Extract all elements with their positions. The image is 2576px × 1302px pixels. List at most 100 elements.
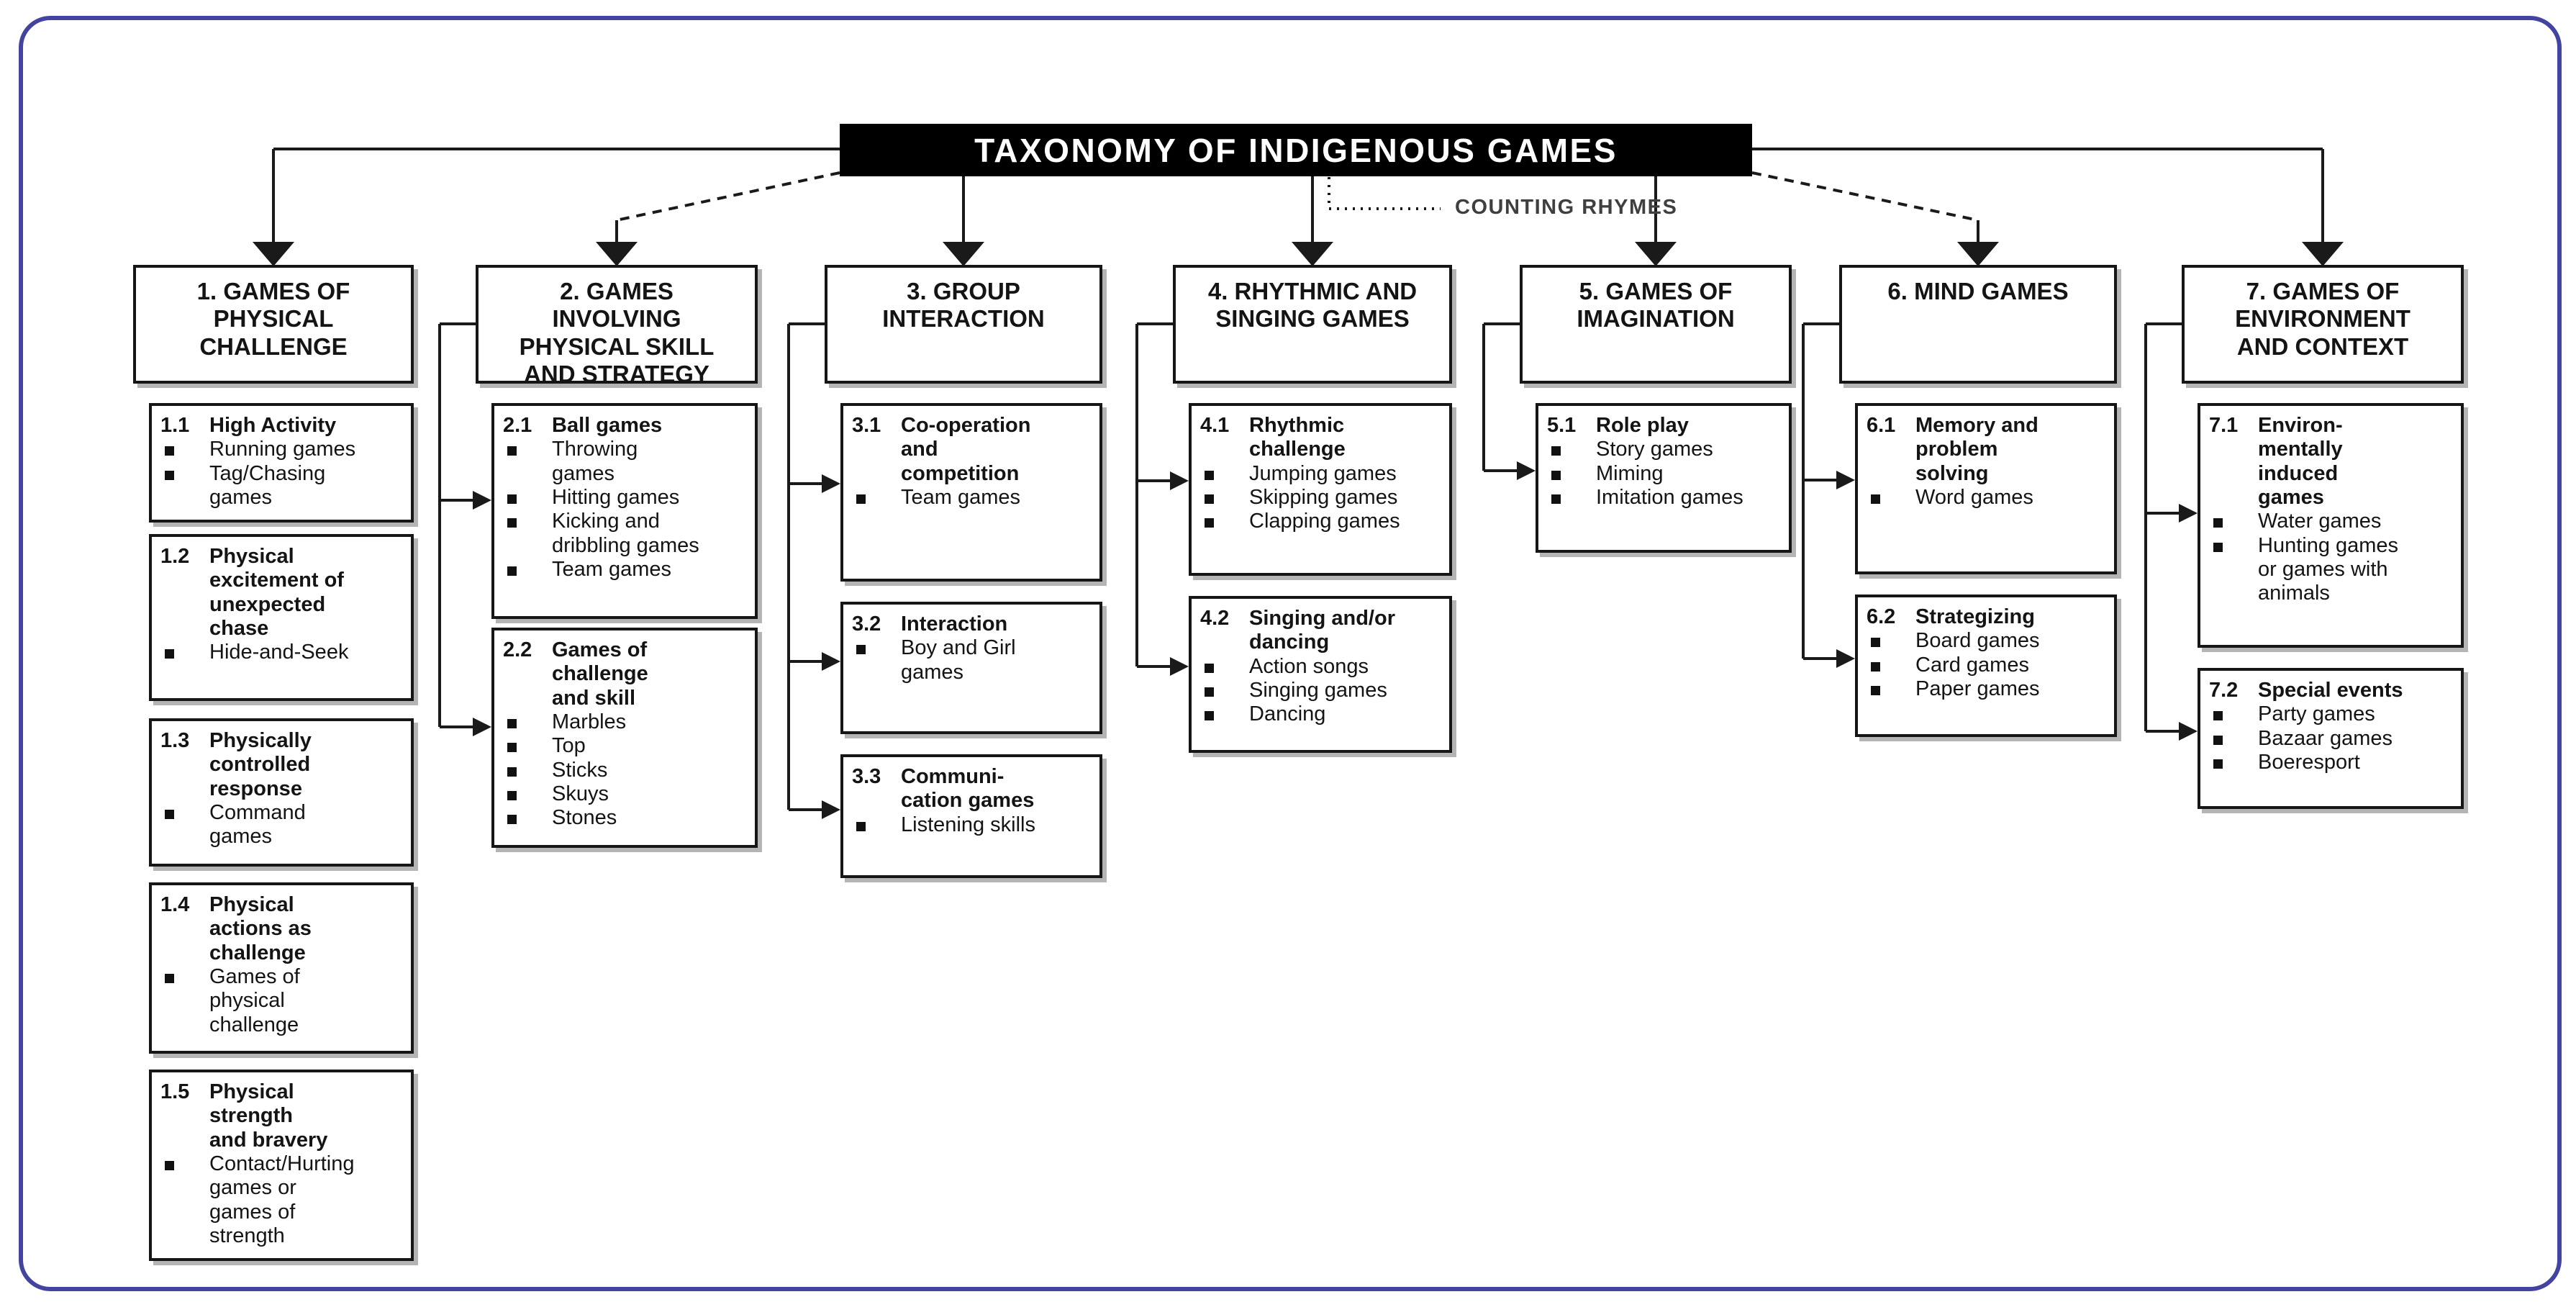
- subcategory-7-2-item-3: Boeresport: [2258, 751, 2360, 774]
- subcategory-1-4-title: Physical actions as challenge: [209, 893, 312, 964]
- bullet-square-icon: [1200, 462, 1245, 486]
- bullet-square-icon: [503, 710, 548, 734]
- subcategory-2-2-item-3: Sticks: [552, 758, 608, 782]
- subcategory-4-1-title: Rhythmic challenge: [1249, 414, 1346, 461]
- subcategory-6-1-title: Memory and problem solving: [1915, 414, 2038, 485]
- category-6-header: 6. MIND GAMES: [1839, 265, 2117, 384]
- subcategory-3-2-item-1: Boy and Girl games: [901, 636, 1016, 684]
- bullet-square-icon: [160, 801, 205, 849]
- diagram-title: TAXONOMY OF INDIGENOUS GAMES: [840, 124, 1752, 176]
- bullet-square-icon: [2209, 534, 2254, 606]
- subcategory-4-1-item-1: Jumping games: [1249, 461, 1397, 485]
- bullet-square-icon: [160, 965, 205, 1037]
- subcategory-2-1-item-4: Team games: [552, 558, 672, 582]
- bullet-square-icon: [852, 813, 897, 837]
- category-7-header: 7. GAMES OF ENVIRONMENT AND CONTEXT: [2182, 265, 2464, 384]
- subcategory-3-1-number: 3.1: [852, 414, 881, 437]
- bullet-square-icon: [2209, 727, 2254, 751]
- subcategory-1-3-title: Physically controlled response: [209, 729, 312, 800]
- subcategory-2-1-item-3: Kicking and dribbling games: [552, 510, 699, 557]
- bullet-square-icon: [503, 734, 548, 758]
- category-5-header: 5. GAMES OF IMAGINATION: [1520, 265, 1792, 384]
- subcategory-1-3-number: 1.3: [160, 729, 190, 752]
- subcategory-4-1-number: 4.1: [1200, 414, 1230, 437]
- bullet-square-icon: [503, 759, 548, 782]
- bullet-square-icon: [503, 438, 548, 486]
- subcategory-7-1-number: 7.1: [2209, 414, 2239, 437]
- subcategory-4-1-item-2: Skipping games: [1249, 486, 1398, 510]
- category-2-header: 2. GAMES INVOLVING PHYSICAL SKILL AND ST…: [476, 265, 758, 387]
- subcategory-7-2-item-1: Party games: [2258, 702, 2375, 726]
- subcategory-1-3-item-1: Command games: [209, 801, 306, 849]
- subcategory-6-2-number: 6.2: [1867, 605, 1896, 628]
- subcategory-7-1-title: Environ- mentally induced games: [2258, 414, 2343, 510]
- subcategory-2-2-item-4: Skuys: [552, 782, 609, 806]
- bullet-square-icon: [503, 806, 548, 830]
- subcategory-4-2-title: Singing and/or dancing: [1249, 607, 1395, 654]
- subcategory-1-1-number: 1.1: [160, 414, 190, 437]
- bullet-square-icon: [2209, 702, 2254, 726]
- subcategory-3-2-number: 3.2: [852, 612, 881, 636]
- subcategory-2-2-number: 2.2: [503, 638, 532, 661]
- subcategory-5-1-item-1: Story games: [1596, 438, 1713, 461]
- bullet-square-icon: [1547, 462, 1592, 486]
- subcategory-7-1-item-1: Water games: [2258, 510, 2382, 533]
- bullet-square-icon: [1200, 486, 1245, 510]
- subcategory-6-2-item-2: Card games: [1915, 653, 2029, 677]
- subcategory-1-2-item-1: Hide-and-Seek: [209, 641, 349, 664]
- bullet-square-icon: [1200, 679, 1245, 702]
- category-1-header: 1. GAMES OF PHYSICAL CHALLENGE: [133, 265, 414, 384]
- subcategory-3-3-item-1: Listening skills: [901, 813, 1035, 836]
- subcategory-1-1-title: High Activity: [209, 414, 337, 437]
- subcategory-5-1-item-2: Miming: [1596, 461, 1664, 485]
- subcategory-2-1-title: Ball games: [552, 414, 663, 437]
- subcategory-4-2-item-1: Action songs: [1249, 654, 1369, 678]
- subcategory-5-1-title: Role play: [1596, 414, 1689, 437]
- subcategory-4-2-item-2: Singing games: [1249, 679, 1387, 702]
- bullet-square-icon: [1867, 654, 1911, 677]
- subcategory-5-1-number: 5.1: [1547, 414, 1577, 437]
- bullet-square-icon: [1867, 629, 1911, 653]
- subcategory-7-2-item-2: Bazaar games: [2258, 726, 2393, 750]
- bullet-square-icon: [1547, 486, 1592, 510]
- counting-rhymes-label: COUNTING RHYMES: [1455, 196, 1678, 219]
- subcategory-5-1-item-3: Imitation games: [1596, 486, 1743, 510]
- bullet-square-icon: [852, 636, 897, 684]
- subcategory-1-4-item-1: Games of physical challenge: [209, 965, 300, 1036]
- subcategory-6-1-item-1: Word games: [1915, 486, 2033, 510]
- subcategory-2-2-item-5: Stones: [552, 806, 617, 830]
- subcategory-1-2-title: Physical excitement of unexpected chase: [209, 545, 344, 641]
- subcategory-6-2-item-3: Paper games: [1915, 677, 2040, 701]
- bullet-square-icon: [160, 438, 205, 461]
- bullet-square-icon: [1200, 655, 1245, 679]
- bullet-square-icon: [852, 486, 897, 510]
- subcategory-4-2-item-3: Dancing: [1249, 702, 1326, 726]
- bullet-square-icon: [1867, 486, 1911, 510]
- bullet-square-icon: [503, 558, 548, 582]
- subcategory-3-3-number: 3.3: [852, 765, 881, 788]
- subcategory-2-2-item-1: Marbles: [552, 710, 627, 734]
- bullet-square-icon: [1200, 510, 1245, 533]
- subcategory-6-1-number: 6.1: [1867, 414, 1896, 437]
- category-3-header: 3. GROUP INTERACTION: [825, 265, 1102, 384]
- bullet-square-icon: [1867, 677, 1911, 701]
- bullet-square-icon: [1547, 438, 1592, 461]
- subcategory-2-2-item-2: Top: [552, 734, 586, 758]
- subcategory-6-2-title: Strategizing: [1915, 605, 2035, 628]
